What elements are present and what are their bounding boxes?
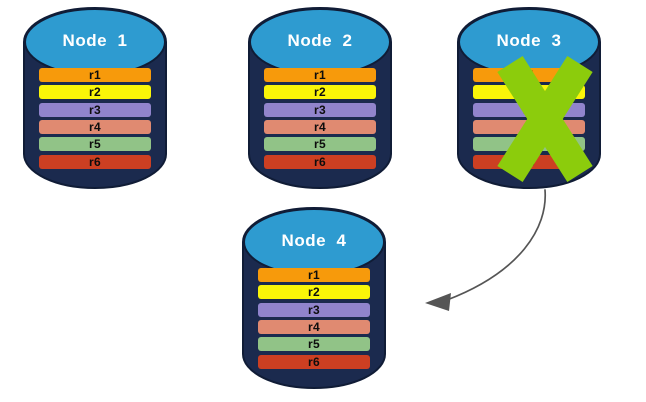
- row-label: r3: [308, 302, 320, 317]
- row-list: r1 r2 r3 r4 r5 r6: [243, 208, 385, 388]
- row-label: r5: [89, 137, 101, 152]
- row-bar-r2[interactable]: r2: [258, 285, 370, 300]
- row-bar-r1[interactable]: r1: [39, 68, 151, 82]
- row-bar-r5[interactable]: r5: [258, 337, 370, 352]
- row-bar-r1[interactable]: r1: [264, 68, 376, 82]
- row-label: r6: [314, 154, 326, 169]
- row-label: r2: [89, 85, 101, 100]
- row-label: r4: [314, 119, 326, 134]
- row-bar-r3[interactable]: r3: [258, 302, 370, 317]
- row-bar-r6[interactable]: r6: [39, 154, 151, 169]
- row-label: r5: [314, 137, 326, 152]
- row-label: r4: [89, 119, 101, 134]
- row-bar-r2[interactable]: r2: [39, 85, 151, 100]
- row-label: r1: [89, 68, 101, 82]
- row-label: r1: [314, 68, 326, 82]
- row-label: r2: [314, 85, 326, 100]
- row-bar-r6[interactable]: r6: [258, 354, 370, 369]
- row-bar-r3[interactable]: r3: [39, 102, 151, 117]
- row-bar-r5[interactable]: r5: [39, 137, 151, 152]
- row-label: r3: [89, 102, 101, 117]
- row-label: r6: [308, 354, 320, 369]
- row-bar-r4[interactable]: r4: [258, 319, 370, 334]
- row-label: r1: [308, 268, 320, 282]
- row-bar-r4[interactable]: r4: [264, 119, 376, 134]
- row-bar-r5[interactable]: r5: [264, 137, 376, 152]
- row-bar-r4[interactable]: r4: [39, 119, 151, 134]
- row-bar-r1[interactable]: r1: [258, 268, 370, 282]
- replication-arrow: [425, 189, 546, 311]
- row-label: r4: [308, 319, 320, 334]
- row-list: r1 r2 r3 r4 r5 r6: [24, 8, 166, 188]
- row-label: r3: [314, 102, 326, 117]
- row-bar-r6[interactable]: r6: [264, 154, 376, 169]
- row-label: r5: [308, 337, 320, 352]
- row-list: r1 r2 r3 r4 r5 r6: [249, 8, 391, 188]
- row-bar-r2[interactable]: r2: [264, 85, 376, 100]
- row-label: r6: [89, 154, 101, 169]
- row-bar-r3[interactable]: r3: [264, 102, 376, 117]
- row-label: r2: [308, 285, 320, 300]
